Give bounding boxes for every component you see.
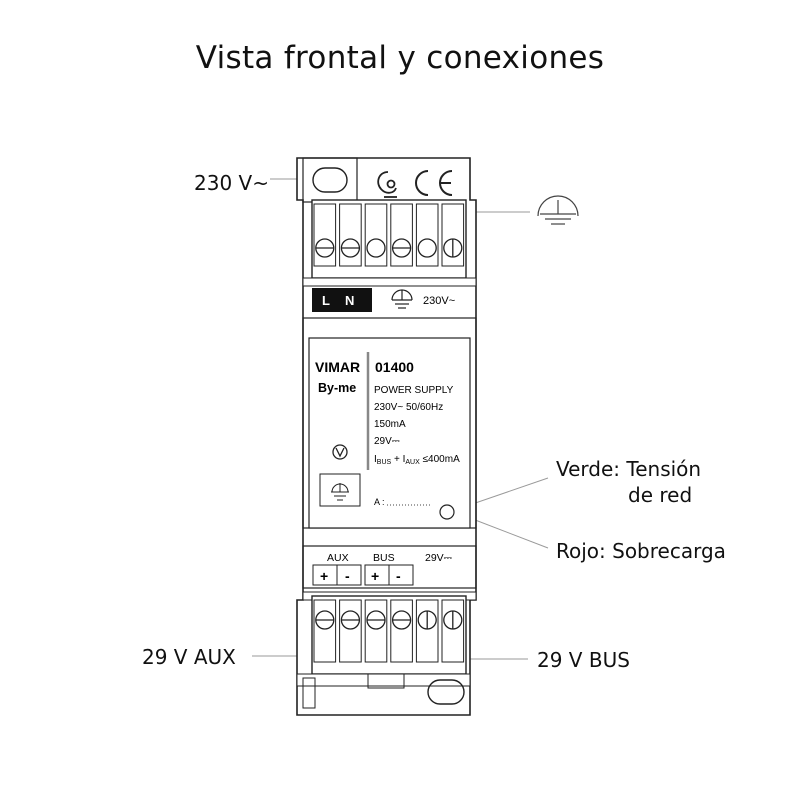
product-code: 01400: [375, 359, 414, 375]
ln-label-box: [312, 288, 372, 312]
bottom-voltage-label: 29V⎓: [425, 552, 453, 564]
page-title: Vista frontal y conexiones: [195, 40, 605, 76]
callout-green-line2: de red: [628, 483, 693, 507]
ce-mark-icon: [415, 170, 453, 196]
label-l: L: [322, 293, 330, 308]
spec-output: 29V⎓: [374, 436, 400, 447]
led-indicator-icon: [439, 504, 455, 520]
certification-mark-icon: [332, 444, 348, 460]
callout-red: Rojo: Sobrecarga: [556, 539, 726, 563]
spec-power-supply: POWER SUPPLY: [374, 385, 454, 396]
terminal-screw: [366, 238, 386, 258]
certification-mark-icon: [377, 171, 397, 198]
callout-bus: 29 V BUS: [537, 648, 630, 672]
ground-icon: [537, 195, 579, 225]
bus-minus: -: [396, 568, 401, 584]
spec-total-current: IBUS + IAUX ≤400mA: [374, 454, 460, 466]
aux-minus: -: [345, 568, 350, 584]
top-terminals: [313, 203, 465, 267]
brand-label: VIMAR: [315, 359, 360, 375]
address-label: A :: [374, 497, 385, 507]
spec-current: 150mA: [374, 419, 406, 430]
ground-icon: [391, 289, 413, 309]
aux-plus: +: [320, 568, 328, 584]
top-voltage-label: 230V~: [423, 295, 455, 307]
bottom-terminals: [313, 599, 465, 663]
ground-icon: [319, 473, 361, 507]
series-label: By-me: [318, 381, 356, 395]
label-n: N: [345, 293, 354, 308]
bus-plus: +: [371, 568, 379, 584]
callout-green-line1: Verde: Tensión: [556, 457, 702, 481]
bus-label: BUS: [373, 552, 395, 564]
aux-label: AUX: [327, 552, 349, 564]
spec-input: 230V~ 50/60Hz: [374, 402, 443, 413]
terminal-screw: [417, 238, 437, 258]
callout-aux: 29 V AUX: [142, 645, 236, 669]
callout-230v: 230 V~: [194, 171, 269, 195]
